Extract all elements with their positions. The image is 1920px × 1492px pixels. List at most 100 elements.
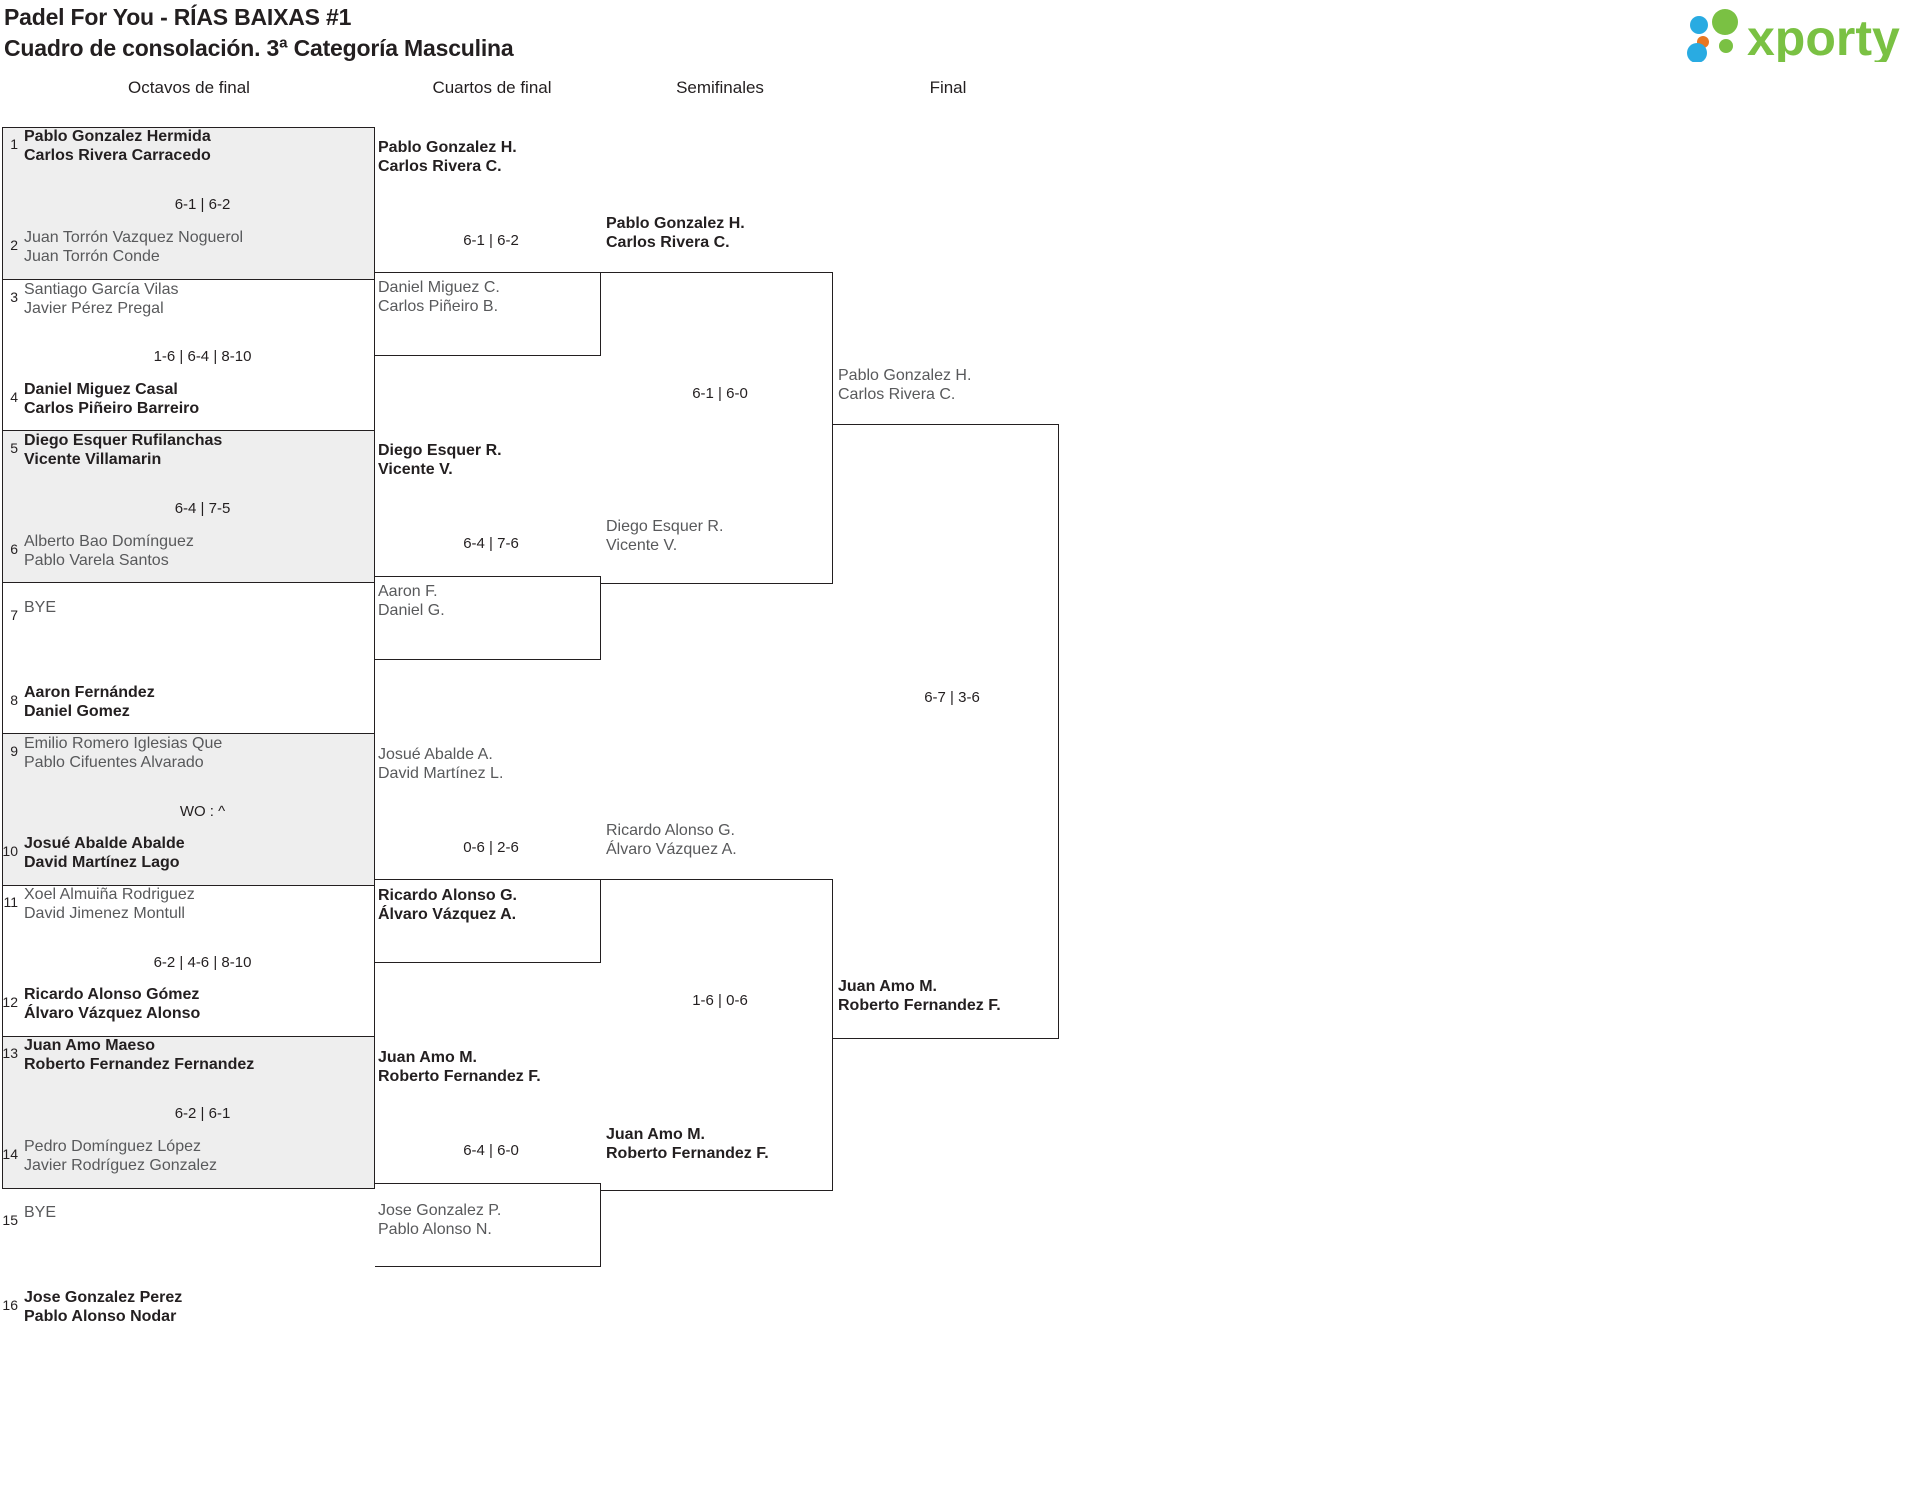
- seed-number: 13: [2, 1045, 18, 1061]
- team-names: Diego Esquer R. Vicente V.: [606, 517, 723, 555]
- player-1: Josué Abalde Abalde: [24, 835, 185, 852]
- player-1: Emilio Romero Iglesias Que: [24, 735, 223, 752]
- seed-number: 5: [10, 440, 18, 456]
- r16-slot-6[interactable]: 6 Alberto Bao Domínguez Pablo Varela San…: [2, 532, 375, 570]
- player-2: David Martínez L.: [378, 765, 504, 782]
- team-names: Pablo Gonzalez H. Carlos Rivera C.: [378, 138, 517, 176]
- team-names: Aaron Fernández Daniel Gomez: [24, 683, 155, 721]
- divider: [375, 272, 601, 273]
- r16-slot-1[interactable]: 1 Pablo Gonzalez Hermida Carlos Rivera C…: [2, 127, 375, 165]
- divider: [601, 583, 833, 584]
- player-2: David Jimenez Montull: [24, 905, 185, 922]
- player-2: Juan Torrón Conde: [24, 248, 160, 265]
- round-header-final: Final: [929, 78, 967, 97]
- player-1: Xoel Almuiña Rodriguez: [24, 886, 195, 903]
- r16-slot-13[interactable]: 13 Juan Amo Maeso Roberto Fernandez Fern…: [2, 1036, 375, 1074]
- team-names: Juan Amo M. Roberto Fernandez F.: [378, 1048, 541, 1086]
- team-names: Juan Torrón Vazquez Noguerol Juan Torrón…: [24, 228, 243, 266]
- r16-slot-12[interactable]: 12 Ricardo Alonso Gómez Álvaro Vázquez A…: [2, 985, 375, 1023]
- r16-slot-14[interactable]: 14 Pedro Domínguez López Javier Rodrígue…: [2, 1137, 375, 1175]
- divider: [375, 355, 601, 356]
- xporty-logo[interactable]: xporty: [1681, 8, 1906, 62]
- r16-slot-15[interactable]: 15 BYE: [2, 1203, 375, 1228]
- qf-slot-5[interactable]: Josué Abalde A. David Martínez L.: [378, 745, 604, 783]
- player-1: Juan Amo Maeso: [24, 1037, 155, 1054]
- qf-slot-2[interactable]: Daniel Miguez C. Carlos Piñeiro B.: [378, 278, 604, 316]
- player-1: Ricardo Alonso Gómez: [24, 986, 200, 1003]
- r16-slot-8[interactable]: 8 Aaron Fernández Daniel Gomez: [2, 683, 375, 721]
- r16-slot-11[interactable]: 11 Xoel Almuiña Rodriguez David Jimenez …: [2, 885, 375, 923]
- seed-number: 9: [10, 743, 18, 759]
- player-2: Vicente V.: [378, 461, 453, 478]
- player-1: Aaron F.: [378, 583, 438, 600]
- divider: [601, 1190, 833, 1191]
- qf-score-4: 6-4 | 6-0: [463, 1142, 519, 1159]
- final-slot-2-champion[interactable]: Juan Amo M. Roberto Fernandez F.: [838, 977, 1066, 1015]
- divider: [2, 1188, 375, 1189]
- seed-number: 12: [2, 994, 18, 1010]
- seed-number: 1: [10, 136, 18, 152]
- qf-slot-4[interactable]: Aaron F. Daniel G.: [378, 582, 604, 620]
- qf-score-3: 0-6 | 2-6: [463, 839, 519, 856]
- player-2: Carlos Rivera C.: [606, 234, 730, 251]
- qf-slot-6[interactable]: Ricardo Alonso G. Álvaro Vázquez A.: [378, 886, 604, 924]
- player-2: Javier Pérez Pregal: [24, 300, 164, 317]
- player-1: Pablo Gonzalez H.: [378, 139, 517, 156]
- player-1: Jose Gonzalez P.: [378, 1202, 502, 1219]
- player-1: Pablo Gonzalez H.: [838, 367, 972, 384]
- r16-slot-9[interactable]: 9 Emilio Romero Iglesias Que Pablo Cifue…: [2, 734, 375, 772]
- team-names: Ricardo Alonso Gómez Álvaro Vázquez Alon…: [24, 985, 200, 1023]
- divider: [375, 962, 601, 963]
- player-1: Diego Esquer R.: [378, 442, 502, 459]
- qf-slot-1[interactable]: Pablo Gonzalez H. Carlos Rivera C.: [378, 138, 604, 176]
- player-1: BYE: [24, 599, 57, 616]
- player-1: Juan Amo M.: [838, 978, 937, 995]
- divider: [375, 1183, 601, 1184]
- player-2: Roberto Fernandez Fernandez: [24, 1056, 255, 1073]
- divider: [600, 272, 601, 356]
- r16-slot-3[interactable]: 3 Santiago García Vilas Javier Pérez Pre…: [2, 280, 375, 318]
- r16-score-3: 6-4 | 7-5: [174, 500, 231, 517]
- qf-slot-3[interactable]: Diego Esquer R. Vicente V.: [378, 441, 604, 479]
- r16-slot-4[interactable]: 4 Daniel Miguez Casal Carlos Piñeiro Bar…: [2, 380, 375, 418]
- team-names: Diego Esquer R. Vicente V.: [378, 441, 502, 479]
- team-names: Santiago García Vilas Javier Pérez Prega…: [24, 280, 178, 318]
- r16-slot-16[interactable]: 16 Jose Gonzalez Perez Pablo Alonso Noda…: [2, 1288, 375, 1326]
- player-2: Carlos Rivera C.: [378, 158, 502, 175]
- r16-slot-7[interactable]: 7 BYE: [2, 598, 375, 623]
- seed-number: 16: [2, 1297, 18, 1313]
- sf-slot-1[interactable]: Pablo Gonzalez H. Carlos Rivera C.: [606, 214, 834, 252]
- r16-slot-10[interactable]: 10 Josué Abalde Abalde David Martínez La…: [2, 834, 375, 872]
- player-1: Ricardo Alonso G.: [606, 822, 735, 839]
- r16-score-7: 6-2 | 6-1: [174, 1105, 231, 1122]
- sf-slot-4[interactable]: Juan Amo M. Roberto Fernandez F.: [606, 1125, 834, 1163]
- sf-slot-2[interactable]: Diego Esquer R. Vicente V.: [606, 517, 834, 555]
- qf-slot-8[interactable]: Jose Gonzalez P. Pablo Alonso N.: [378, 1201, 604, 1239]
- r16-score-5: WO : ^: [179, 803, 226, 820]
- divider: [2, 582, 375, 583]
- seed-number: 6: [10, 541, 18, 557]
- team-names: Juan Amo M. Roberto Fernandez F.: [606, 1125, 769, 1163]
- r16-slot-2[interactable]: 2 Juan Torrón Vazquez Noguerol Juan Torr…: [2, 228, 375, 266]
- divider: [2, 1036, 375, 1037]
- final-score: 6-7 | 3-6: [924, 689, 980, 706]
- r16-slot-5[interactable]: 5 Diego Esquer Rufilanchas Vicente Villa…: [2, 431, 375, 469]
- player-2: Roberto Fernandez F.: [606, 1145, 769, 1162]
- player-1: Pablo Gonzalez H.: [606, 215, 745, 232]
- player-2: Carlos Piñeiro Barreiro: [24, 400, 200, 417]
- player-2: Pablo Alonso Nodar: [24, 1308, 177, 1325]
- seed-number: 15: [2, 1212, 18, 1228]
- player-2: Daniel G.: [378, 602, 445, 619]
- divider: [375, 1266, 601, 1267]
- seed-number: 2: [10, 237, 18, 253]
- team-names: Josué Abalde A. David Martínez L.: [378, 745, 503, 783]
- team-names: Pablo Gonzalez H. Carlos Rivera C.: [606, 214, 745, 252]
- qf-slot-7[interactable]: Juan Amo M. Roberto Fernandez F.: [378, 1048, 604, 1086]
- final-slot-1[interactable]: Pablo Gonzalez H. Carlos Rivera C.: [838, 366, 1066, 404]
- player-1: Pablo Gonzalez Hermida: [24, 128, 211, 145]
- row-shade: [2, 733, 375, 885]
- sf-slot-3[interactable]: Ricardo Alonso G. Álvaro Vázquez A.: [606, 821, 834, 859]
- team-names: Juan Amo M. Roberto Fernandez F.: [838, 977, 1001, 1015]
- divider: [601, 272, 833, 273]
- player-1: Alberto Bao Domínguez: [24, 533, 194, 550]
